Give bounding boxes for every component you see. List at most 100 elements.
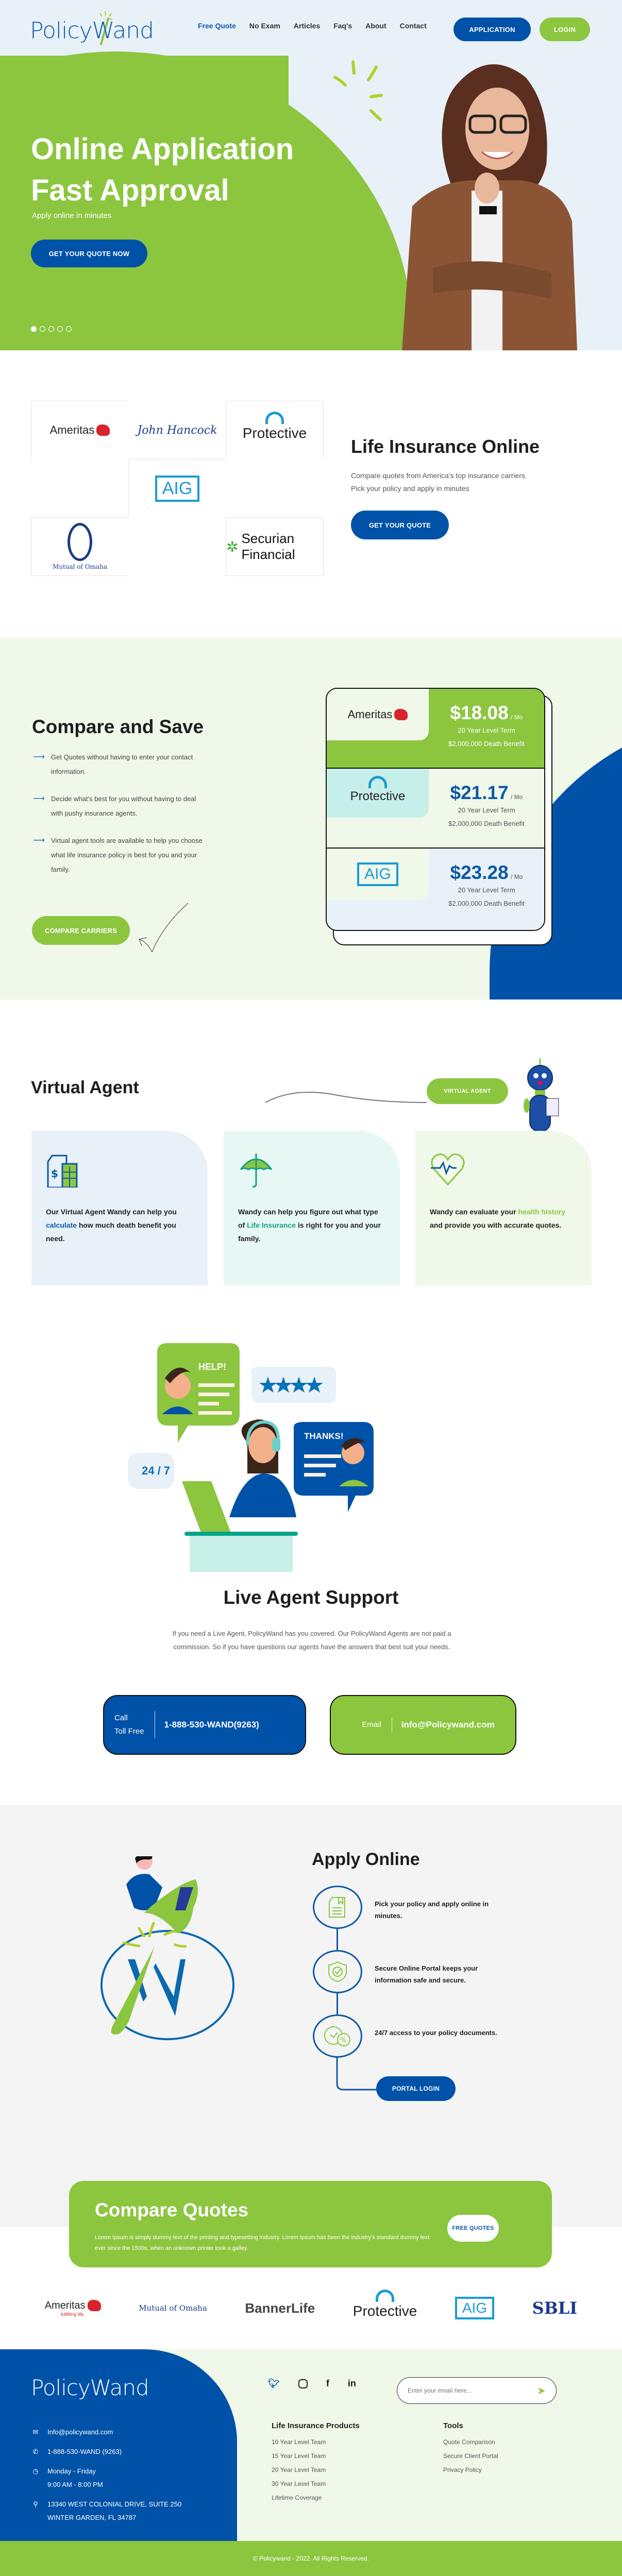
clock-percent-icon: % — [324, 2026, 350, 2046]
carousel-dot-5[interactable] — [66, 326, 72, 332]
nav-faqs[interactable]: Faq's — [333, 22, 352, 30]
footer-link-20-year[interactable]: 20 Year Level Team — [272, 2466, 326, 2473]
support-agent-illustration — [128, 1343, 374, 1572]
portal-login-button[interactable]: PORTAL LOGIN — [376, 2076, 456, 2101]
va-card-life-insurance: Wandy can help you figure out what type … — [224, 1131, 400, 1285]
footer-link-privacy-policy[interactable]: Privacy Policy — [443, 2466, 482, 2473]
bison-icon — [96, 425, 110, 436]
newsletter-email-input[interactable] — [408, 2387, 537, 2394]
login-button[interactable]: LOGIN — [540, 18, 590, 41]
live-agent-text: If you need a Live Agent, PolicyWand has… — [172, 1630, 451, 1651]
hours-time: 9:00 AM - 8:00 PM — [47, 2481, 103, 2488]
footer-phone-row[interactable]: ✆1-888-530-WAND (9263) — [31, 2445, 181, 2459]
envelope-icon: ✉ — [32, 2428, 39, 2436]
phone-icon: ✆ — [32, 2448, 39, 2455]
text-post: how much death benefit you need. — [46, 1221, 176, 1243]
footer-link-30-year[interactable]: 30 Year Level Team — [272, 2480, 326, 2487]
ameritas-logo: Ameritas — [348, 708, 408, 721]
linkedin-icon[interactable]: in — [347, 2378, 356, 2388]
va-card-calculate: $ Our Virtual Agent Wandy can help you c… — [31, 1131, 208, 1285]
protective-logo: Protective — [350, 775, 405, 804]
nav-no-exam[interactable]: No Exam — [249, 22, 280, 30]
health-history-link[interactable]: health history — [518, 1208, 566, 1216]
protective-text: Protective — [242, 425, 307, 441]
social-links: 🐦︎ f in — [268, 2378, 356, 2389]
carousel-dot-1[interactable] — [31, 326, 37, 332]
protective-text: Protective — [352, 2303, 417, 2319]
policywand-logo[interactable]: PolicyWand — [30, 9, 154, 45]
quote-price: $23.28 / Mo 20 Year Level Term $2,000,00… — [429, 849, 544, 910]
footer-email-row[interactable]: ✉ Info@policywand.com — [31, 2426, 181, 2439]
connector-elbow-icon — [336, 2058, 382, 2091]
footer-hours: Monday - Friday 9:00 AM - 8:00 PM — [47, 2465, 103, 2492]
email-button[interactable]: Email Info@Policywand.com — [330, 1695, 516, 1755]
instagram-icon[interactable] — [298, 2379, 308, 2388]
hours-days: Monday - Friday — [47, 2467, 96, 2475]
footer-tools-column: Tools Quote Comparison Secure Client Por… — [443, 2421, 498, 2480]
footer-link-15-year[interactable]: 15 Year Level Team — [272, 2452, 326, 2460]
carousel-dot-4[interactable] — [57, 326, 63, 332]
life-insurance-link[interactable]: Life Insurance — [247, 1221, 296, 1229]
footer-link-client-portal[interactable]: Secure Client Portal — [443, 2452, 498, 2460]
nav-about[interactable]: About — [365, 22, 386, 30]
mutual-of-omaha-logo: Mutual of Omaha — [53, 523, 107, 570]
footer-logo[interactable]: PolicyWand — [31, 2375, 149, 2400]
quote-row-protective[interactable]: Protective $21.17 / Mo 20 Year Level Ter… — [327, 769, 544, 849]
securian-mark-icon: ✲ — [226, 538, 239, 555]
quote-comparison-card: Ameritas $18.08 / Mo 20 Year Level Term … — [326, 688, 552, 945]
facebook-icon[interactable]: f — [326, 2378, 329, 2388]
footer-email: Info@policywand.com — [47, 2428, 113, 2436]
ameritas-text: Ameritas — [44, 2299, 86, 2311]
nav-free-quote[interactable]: Free Quote — [198, 22, 236, 30]
carrier-cell-securian: ✲Securian Financial — [226, 517, 324, 576]
footer-products-column: Life Insurance Products 10 Year Level Te… — [272, 2421, 360, 2508]
benefit-text: Get Quotes without having to enter your … — [51, 753, 193, 775]
live-agent-title: Live Agent Support — [223, 1587, 399, 1608]
get-your-quote-button[interactable]: GET YOUR QUOTE — [351, 511, 449, 539]
step-connector — [337, 1929, 338, 1950]
protective-arc-icon — [368, 775, 387, 788]
application-button[interactable]: APPLICATION — [453, 18, 531, 41]
strip-mutual-of-omaha-logo: Mutual of Omaha — [139, 2303, 207, 2313]
nav-articles[interactable]: Articles — [293, 22, 321, 30]
carousel-dot-2[interactable] — [40, 326, 45, 332]
apply-online-section — [0, 1805, 622, 2227]
products-heading: Life Insurance Products — [272, 2421, 360, 2430]
virtual-agent-title: Virtual Agent — [31, 1078, 139, 1097]
aig-logo: AIG — [155, 475, 200, 502]
calculate-link[interactable]: calculate — [46, 1221, 77, 1229]
term: 20 Year Level Term — [458, 886, 515, 894]
footer-link-lifetime[interactable]: Lifetime Coverage — [272, 2494, 322, 2501]
virtual-agent-button[interactable]: VIRTUAL AGENT — [427, 1078, 508, 1104]
svg-text:$: $ — [51, 1167, 58, 1180]
benefit-text: Decide what's best for you without havin… — [51, 795, 196, 817]
twitter-icon[interactable]: 🐦︎ — [268, 2378, 280, 2388]
carousel-dot-3[interactable] — [48, 326, 54, 332]
quote-logo: Ameritas — [327, 689, 429, 740]
compare-carriers-button[interactable]: COMPARE CARRIERS — [32, 916, 130, 945]
quote-row-ameritas[interactable]: Ameritas $18.08 / Mo 20 Year Level Term … — [327, 689, 544, 769]
heartbeat-icon — [431, 1153, 465, 1186]
carrier-cell-protective: Protective — [226, 401, 324, 460]
send-paper-plane-icon[interactable]: ➤ — [537, 2385, 546, 2397]
wand-logo-person-illustration — [100, 1856, 234, 2040]
svg-text:%: % — [340, 2037, 346, 2044]
carrier-cell-empty — [226, 459, 324, 518]
free-quotes-button[interactable]: FREE QUOTES — [447, 2215, 499, 2242]
get-quote-now-button[interactable]: GET YOUR QUOTE NOW — [31, 240, 147, 267]
protective-arc-icon — [376, 2290, 395, 2302]
quote-row-aig[interactable]: AIG $23.28 / Mo 20 Year Level Term $2,00… — [327, 849, 544, 930]
footer-link-10-year[interactable]: 10 Year Level Team — [272, 2438, 326, 2446]
carrier-cell-hancock: John Hancock — [128, 401, 226, 460]
robot-mascot-icon — [524, 1058, 559, 1132]
footer-contact-panel: PolicyWand ✉ Info@policywand.com ✆1-888-5… — [0, 2349, 237, 2545]
securian-logo: ✲Securian Financial — [226, 531, 323, 563]
life-insurance-online-title: Life Insurance Online — [351, 436, 540, 457]
nav-contact[interactable]: Contact — [399, 22, 427, 30]
email-address: Info@Policywand.com — [401, 1720, 495, 1730]
bison-icon — [87, 2300, 101, 2311]
footer-link-quote-comparison[interactable]: Quote Comparison — [443, 2438, 495, 2446]
benefit-item: ⟶Virtual agent tools are available to he… — [33, 834, 208, 877]
